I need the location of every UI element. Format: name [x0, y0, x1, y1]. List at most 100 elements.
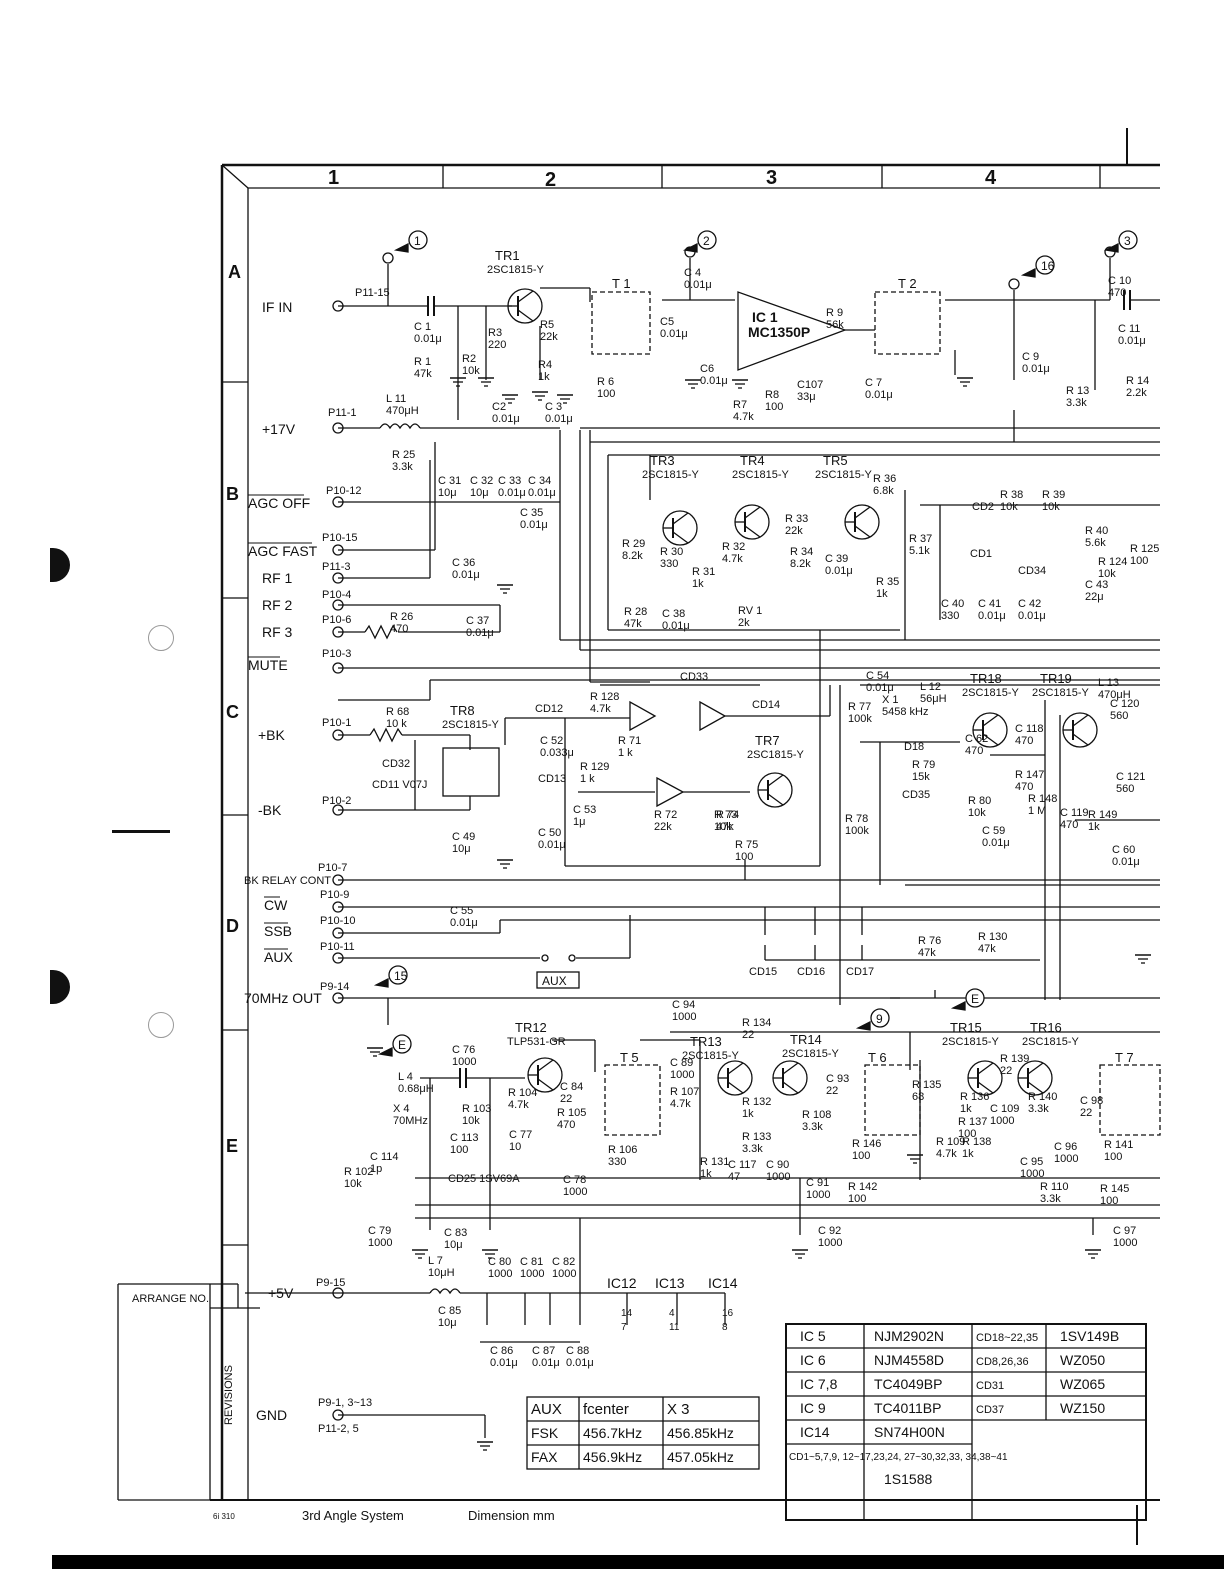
transistor-ref-8: TR14 [790, 1032, 822, 1047]
parts_e-ref-10: C 77 [509, 1129, 532, 1141]
parts_b-value-2: 0.01μ [498, 487, 526, 499]
parts_b-ref-7: C 37 [466, 615, 489, 627]
column-2: 2 [545, 169, 556, 191]
parts_b-value-20: 2k [738, 617, 750, 629]
ground-symbols [366, 377, 1152, 1451]
diode-label-13: CD17 [846, 966, 874, 978]
row-d: D [226, 916, 239, 936]
parts_b-ref-28: C 43 [1085, 579, 1108, 591]
parts_a-value-19: 0.01μ [1118, 335, 1146, 347]
parts_c-value-16: 15k [912, 771, 930, 783]
parts_c-ref-10: C 49 [452, 831, 475, 843]
parts_a-ref-18: C 10 [1108, 275, 1131, 287]
parts_a-ref-0: C 1 [414, 321, 431, 333]
parts_c-ref-16: R 79 [912, 759, 935, 771]
parts_a-ref-8: C 4 [684, 267, 701, 279]
tr16-symbol [1017, 1060, 1053, 1096]
parts_b-ref-12: R 32 [722, 541, 745, 553]
connector-label-2: AGC OFF [248, 495, 310, 511]
connector-pin-14: P9-14 [320, 981, 349, 993]
transistor-ref-3: TR5 [823, 453, 848, 468]
connector-label-11: CW [264, 897, 288, 913]
parts_e-ref-27: R 142 [848, 1181, 877, 1193]
ic-table-cell: CD18~22,35 [976, 1332, 1038, 1344]
parts_a-ref-10: R 6 [597, 376, 614, 388]
parts_e-value-17: 1k [742, 1108, 754, 1120]
parts_a-value-8: 0.01μ [684, 279, 712, 291]
parts_a-ref-1: R 1 [414, 356, 431, 368]
parts_a-value-23: 3.3k [392, 461, 413, 473]
transistor-type-5: 2SC1815-Y [442, 719, 500, 731]
ic-table-cell: IC 5 [800, 1328, 826, 1344]
parts_d-ref-2: R 130 [978, 931, 1007, 943]
transistor-type-2: 2SC1815-Y [732, 469, 790, 481]
parts_e-ref-12: R 105 [557, 1107, 586, 1119]
parts_e-value-38: 22 [1080, 1107, 1092, 1119]
parts_c-value-20: 100k [845, 825, 869, 837]
test-point-4: 15 [373, 965, 408, 988]
connector-pin-9: P10-2 [322, 795, 351, 807]
aux-table-cell: 456.85kHz [667, 1425, 734, 1441]
parts_b-ref-11: R 31 [692, 566, 715, 578]
parts_b-value-7: 0.01μ [466, 627, 494, 639]
power-ic-name-0: IC12 [607, 1275, 637, 1291]
connector-pin-11: P10-9 [320, 889, 349, 901]
aux-table-cell: 456.7kHz [583, 1425, 642, 1441]
parts_b-value-23: 0.01μ [1018, 610, 1046, 622]
parts_e-ref-44: C 83 [444, 1227, 467, 1239]
parts_e-value-7: 10k [344, 1178, 362, 1190]
diode-label-3: CD33 [680, 671, 708, 683]
parts_e-ref-41: R 145 [1100, 1183, 1129, 1195]
parts_b-value-14: 8.2k [790, 558, 811, 570]
parts_e-value-40: 3.3k [1040, 1193, 1061, 1205]
column-1: 1 [328, 167, 339, 189]
parts_d-value-1: 47k [918, 947, 936, 959]
parts_e-value-34: 4.7k [936, 1148, 957, 1160]
parts_b-ref-19: C 38 [662, 608, 685, 620]
parts_b-ref-29: R 125 [1130, 543, 1159, 555]
parts_c-value-11: 0.01μ [538, 839, 566, 851]
parts_d-value-2: 47k [978, 943, 996, 955]
parts_e-ref-42: C 97 [1113, 1225, 1136, 1237]
ic1: IC 1 MC1350P [748, 309, 810, 340]
parts_c-ref-19: C 59 [982, 825, 1005, 837]
diode-list-refs: CD1~5,7,9, 12~17,23,24, 27~30,32,33, 34,… [789, 1452, 1008, 1463]
ic-table-cell: CD31 [976, 1380, 1004, 1392]
parts_a-ref-23: R 25 [392, 449, 415, 461]
test-point-label-4: 15 [394, 969, 408, 983]
connector-label-8: +BK [258, 727, 286, 743]
parts_c-value-14: 5458 kHz [882, 706, 928, 718]
parts_e-value-12: 470 [557, 1119, 575, 1131]
tr4-symbol [734, 504, 770, 540]
connector-label-15: +5V [268, 1285, 294, 1301]
ic-table-cell: CD37 [976, 1404, 1004, 1416]
column-3: 3 [766, 167, 777, 189]
parts_b-value-19: 0.01μ [662, 620, 690, 632]
column-labels: 1 2 3 4 [328, 167, 997, 191]
parts_b-value-12: 4.7k [722, 553, 743, 565]
test-point-label-2: 3 [1124, 234, 1131, 248]
parts_e-value-31: 100 [958, 1128, 976, 1140]
parts_e-value-16: 4.7k [670, 1098, 691, 1110]
aux-table-header-0: AUX [531, 1401, 562, 1418]
connector-label-12: SSB [264, 923, 292, 939]
diode-label-14: CD25 1SV69A [448, 1173, 520, 1185]
diode-label-8: CD11 V07J [372, 779, 427, 791]
parts_a-value-0: 0.01μ [414, 333, 442, 345]
parts_b-ref-13: R 33 [785, 513, 808, 525]
parts_b-value-17: 5.1k [909, 545, 930, 557]
ic-table-cell: IC 7,8 [800, 1376, 838, 1392]
parts_e-ref-35: R 138 [962, 1136, 991, 1148]
parts_b-value-9: 8.2k [622, 550, 643, 562]
parts_b-value-16: 1k [876, 588, 888, 600]
ic-table-cell: WZ050 [1060, 1352, 1105, 1368]
aux-switch: AUX [536, 971, 580, 989]
parts_e-value-29: 22 [1000, 1065, 1012, 1077]
transformer-label-2: T 5 [620, 1050, 639, 1065]
ic1-type: MC1350P [748, 324, 810, 340]
parts_e-ref-36: C 95 [1020, 1156, 1043, 1168]
dimension-note: Dimension mm [468, 1508, 555, 1523]
parts_b-ref-9: R 29 [622, 538, 645, 550]
